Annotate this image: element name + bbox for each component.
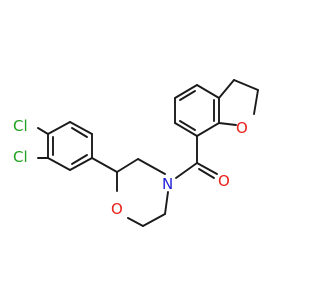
bond (218, 122, 237, 126)
furan-oxygen-atom: O (236, 119, 248, 137)
bond (69, 121, 93, 135)
aromatic-bond (179, 120, 196, 131)
aromatic-bond (179, 90, 196, 101)
bond (142, 213, 166, 227)
bond (174, 122, 198, 137)
benzofuran-benzene-ring (174, 84, 220, 137)
dichlorophenyl-ring (47, 121, 93, 171)
n-carbonyl-bond (175, 162, 198, 179)
bond (218, 79, 235, 99)
bond (116, 158, 139, 173)
aromatic-bond (71, 127, 88, 138)
bond (47, 157, 71, 171)
bond (137, 158, 166, 175)
morpholine-ring (116, 158, 169, 227)
chlorine-atom-lower: Cl (13, 148, 28, 166)
bond (127, 217, 144, 227)
bond (174, 84, 198, 99)
bond (196, 122, 220, 137)
dihydrofuran-ring (218, 79, 259, 126)
carbonyl-oxygen-atom: O (218, 172, 230, 190)
bond (233, 79, 259, 91)
bond (253, 89, 259, 115)
bond (69, 157, 93, 171)
c-cl-bond-upper (37, 127, 49, 135)
carbonyl-double-bond-b (198, 168, 215, 179)
morpholine-nitrogen-atom: N (162, 175, 173, 193)
aromatic-bond (71, 154, 88, 165)
molecule-structure-diagram: Cl Cl O N O O (13, 79, 259, 227)
bond (196, 84, 220, 99)
chlorine-atom-upper: Cl (13, 117, 28, 135)
bond (47, 121, 71, 135)
bond (164, 191, 169, 215)
carbonyl-double-bond-a (196, 162, 218, 175)
morpholine-oxygen-atom: O (111, 200, 123, 218)
aryl-c2-bond (91, 157, 118, 173)
